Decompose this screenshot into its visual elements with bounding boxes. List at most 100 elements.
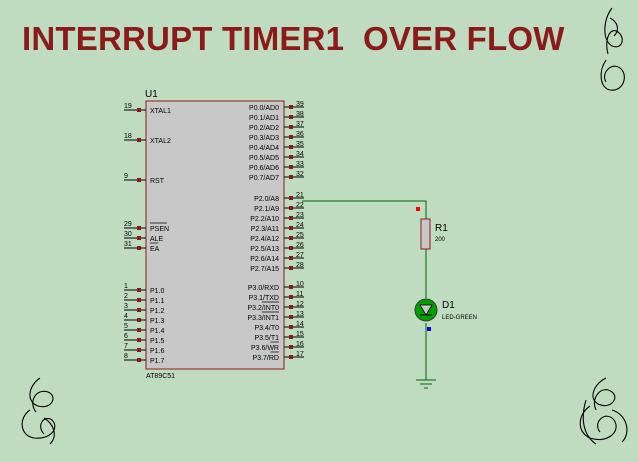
- pin-number: 32: [296, 171, 304, 178]
- mcu-u1[interactable]: U1 AT89C51 19XTAL118XTAL29RST29PSEN30ALE…: [124, 89, 304, 380]
- pin-number: 4: [124, 313, 128, 320]
- pin-number: 11: [296, 291, 303, 298]
- pin-number: 15: [296, 331, 304, 338]
- pin-state-marker: [289, 165, 293, 169]
- pin-state-marker: [289, 315, 293, 319]
- page-title: INTERRUPT TIMER1 OVER FLOW: [22, 20, 565, 57]
- resistor-r1[interactable]: R1 200: [416, 207, 448, 250]
- pin-state-marker: [137, 308, 141, 312]
- pin-state-marker: [137, 348, 141, 352]
- pin-state-marker: [137, 178, 141, 182]
- pin-name: P2.0/A8: [254, 196, 279, 203]
- pin-state-marker: [137, 138, 141, 142]
- pin-p1-6[interactable]: 7P1.6: [124, 343, 165, 355]
- wire-p2-0-to-r1[interactable]: [302, 200, 427, 219]
- pin-state-marker: [289, 115, 293, 119]
- pin-name: ALE: [150, 236, 164, 243]
- pin-state-marker: [137, 226, 141, 230]
- pin-name: P0.4/AD4: [249, 145, 279, 152]
- pin-state-marker: [137, 246, 141, 250]
- pin-number: 38: [296, 111, 304, 118]
- pin-name: P0.3/AD3: [249, 135, 279, 142]
- pin-state-marker: [137, 298, 141, 302]
- pin-name: P3.2/INT0: [247, 305, 279, 312]
- logic-low-marker: [427, 327, 431, 331]
- pin-p1-2[interactable]: 3P1.2: [124, 303, 165, 315]
- pin-state-marker: [289, 246, 293, 250]
- mcu-body[interactable]: [145, 100, 285, 370]
- pin-state-marker: [289, 155, 293, 159]
- pin-number: 17: [296, 351, 304, 358]
- pin-number: 28: [296, 262, 304, 269]
- pin-state-marker: [289, 135, 293, 139]
- pin-name: P3.0/RXD: [248, 285, 279, 292]
- resistor-body[interactable]: [420, 218, 431, 250]
- pin-name: P1.3: [150, 318, 165, 325]
- pin-state-marker: [137, 318, 141, 322]
- pin-number: 16: [296, 341, 304, 348]
- pin-name: P3.6/WR: [251, 345, 279, 352]
- pin-p1-1[interactable]: 2P1.1: [124, 293, 165, 305]
- pin-name: P2.2/A10: [250, 216, 279, 223]
- pin-state-marker: [289, 236, 293, 240]
- pin-name: P1.4: [150, 328, 165, 335]
- pin-number: 26: [296, 242, 304, 249]
- mcu-right-pins: 39P0.0/AD038P0.1/AD137P0.2/AD236P0.3/AD3…: [247, 101, 304, 362]
- ground-symbol[interactable]: [416, 379, 436, 389]
- pin-state-marker: [137, 338, 141, 342]
- led-d1[interactable]: D1 LED-GREEN: [414, 298, 477, 331]
- pin-number: 7: [124, 343, 128, 350]
- pin-state-marker: [137, 328, 141, 332]
- pin-name: P0.7/AD7: [249, 175, 279, 182]
- pin-state-marker: [137, 358, 141, 362]
- pin-name: P1.2: [150, 308, 165, 315]
- pin-p1-3[interactable]: 4P1.3: [124, 313, 165, 325]
- pin-p1-5[interactable]: 6P1.5: [124, 333, 165, 345]
- pin-p1-0[interactable]: 1P1.0: [124, 283, 165, 295]
- pin-name: PSEN: [150, 226, 169, 233]
- pin-number: 29: [124, 221, 132, 228]
- pin-p1-7[interactable]: 8P1.7: [124, 353, 165, 365]
- pin-number: 13: [296, 311, 304, 318]
- pin-name: P2.7/A15: [250, 266, 279, 273]
- pin-number: 34: [296, 151, 304, 158]
- pin-number: 12: [296, 301, 304, 308]
- pin-p1-4[interactable]: 5P1.4: [124, 323, 165, 335]
- pin-state-marker: [289, 145, 293, 149]
- pin-name: XTAL1: [150, 108, 171, 115]
- pin-name: P1.0: [150, 288, 165, 295]
- pin-number: 14: [296, 321, 304, 328]
